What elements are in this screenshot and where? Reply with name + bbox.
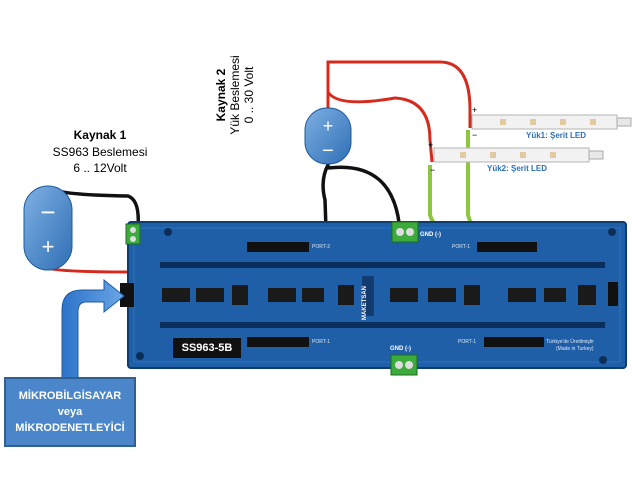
red-wire-source2-branch [326,91,434,163]
port-bottom-left-label: PORT-1 [312,339,330,345]
red-wire-source2 [326,60,472,128]
gnd-top-label: GND (-) [420,232,441,238]
source1-desc: SS963 Beslemesi [52,145,148,159]
source2-voltage: 0 .. 30 Volt [242,66,256,124]
svg-text:+: + [428,140,433,150]
made-in-en-label: (Made in Turkey) [556,346,594,352]
board-label: SS963-5B [173,338,241,358]
black-wire-source2-top [327,165,402,233]
right-pin-header [608,282,618,306]
port1-header [477,242,537,252]
led-strip-2 [433,147,604,163]
source2-label-group: Kaynak 2 Yük Beslemesi 0 .. 30 Volt [214,40,256,150]
made-in-label: Türkiye'de Üretilmiştir [546,339,594,345]
svg-text:−: − [472,130,477,140]
mcu-line3: MİKRODENETLEYİCİ [15,422,125,434]
port-bottom-header-left [247,337,309,347]
port-bottom-header-right [484,337,544,347]
port1-label: PORT-1 [452,244,470,250]
battery-source1: − + [23,185,73,271]
source2-title: Kaynak 2 [214,68,228,122]
svg-text:+: + [472,105,477,115]
source1-title: Kaynak 1 [73,128,127,142]
port-bottom-right-label: PORT-1 [458,339,476,345]
mcu-box: MİKROBİLGİSAYAR veya MİKRODENETLEYİCİ [4,377,136,447]
mcu-connector [120,283,134,307]
terminal-source1 [125,223,141,245]
plus-symbol: + [42,234,55,259]
source2-desc: Yük Beslemesi [228,55,242,135]
gnd-bottom-label: GND (-) [390,346,411,352]
port2-header [247,242,309,252]
ic-row [162,285,596,305]
svg-text:+: + [323,116,334,136]
mcu-line2: veya [57,406,83,418]
port2-label: PORT-2 [312,244,330,250]
terminal-gnd-top [391,221,419,243]
source1-voltage: 6 .. 12Volt [73,161,127,175]
load2-label: Yük2: Şerit LED [487,164,548,173]
minus-symbol: − [40,197,55,227]
pin-row-bottom [160,322,605,328]
svg-text:−: − [430,165,435,175]
led-strip-1 [471,114,632,130]
mcu-arrow [61,278,125,379]
battery-source2: + − [304,107,352,165]
terminal-gnd-bottom [390,354,418,376]
svg-text:−: − [322,140,334,162]
pin-row-top [160,262,605,268]
mcu-line1: MİKROBİLGİSAYAR [18,390,122,402]
load1-label: Yük1: Şerit LED [526,131,587,140]
board-brand: MAKETSAN [362,286,368,320]
